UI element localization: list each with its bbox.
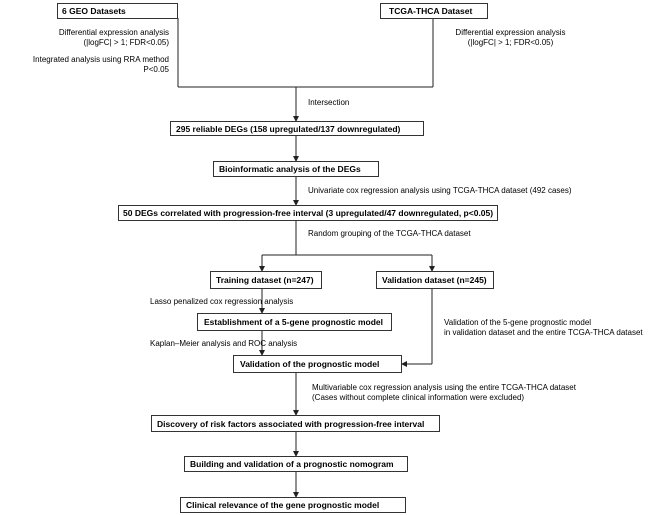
univariate-cox-label: Univariate cox regression analysis using… (308, 186, 572, 195)
multivariable-line-2: (Cases without complete clinical informa… (312, 393, 525, 402)
tcga-thca-dataset-box: TCGA-THCA Dataset (380, 3, 488, 19)
validation-5gene-label: Validation of the 5-gene prognostic mode… (444, 318, 643, 338)
reliable-degs-box: 295 reliable DEGs (158 upregulated/137 d… (170, 121, 424, 136)
geo-diff-line-2: (|logFC| > 1; FDR<0.05) (83, 38, 169, 47)
clinical-relevance-box: Clinical relevance of the gene prognosti… (180, 497, 406, 513)
kaplan-meier-label: Kaplan–Meier analysis and ROC analysis (150, 339, 298, 348)
geo-differential-expression-label: Differential expression analysis (|logFC… (59, 28, 169, 48)
pfi-degs-box: 50 DEGs correlated with progression-free… (118, 205, 498, 221)
rra-line-2: P<0.05 (143, 65, 169, 74)
validation-dataset-box: Validation dataset (n=245) (376, 271, 494, 289)
random-grouping-label: Random grouping of the TCGA-THCA dataset (308, 229, 471, 238)
establishment-model-box: Establishment of a 5-gene prognostic mod… (197, 313, 392, 331)
geo-diff-line-1: Differential expression analysis (58, 28, 169, 37)
intersection-label: Intersection (308, 98, 350, 107)
tcga-differential-expression-label: Differential expression analysis (|logFC… (448, 28, 573, 48)
tcga-diff-line-2: (|logFC| > 1; FDR<0.05) (467, 38, 554, 47)
rra-method-label: Integrated analysis using RRA method P<0… (33, 55, 169, 75)
risk-factors-box: Discovery of risk factors associated wit… (151, 415, 440, 432)
nomogram-box: Building and validation of a prognostic … (184, 456, 408, 472)
validation-5gene-line-1: Validation of the 5-gene prognostic mode… (444, 318, 592, 327)
lasso-cox-label: Lasso penalized cox regression analysis (150, 297, 294, 306)
tcga-diff-line-1: Differential expression analysis (455, 28, 566, 37)
multivariable-line-1: Multivariable cox regression analysis us… (312, 383, 576, 392)
training-dataset-box: Training dataset (n=247) (210, 271, 322, 289)
rra-line-1: Integrated analysis using RRA method (32, 55, 169, 64)
multivariable-cox-label: Multivariable cox regression analysis us… (312, 383, 576, 403)
bioinformatic-analysis-box: Bioinformatic analysis of the DEGs (213, 161, 379, 177)
geo-datasets-box: 6 GEO Datasets (57, 3, 178, 19)
validation-model-box: Validation of the prognostic model (233, 355, 402, 373)
validation-5gene-line-2: in validation dataset and the entire TCG… (444, 328, 643, 337)
